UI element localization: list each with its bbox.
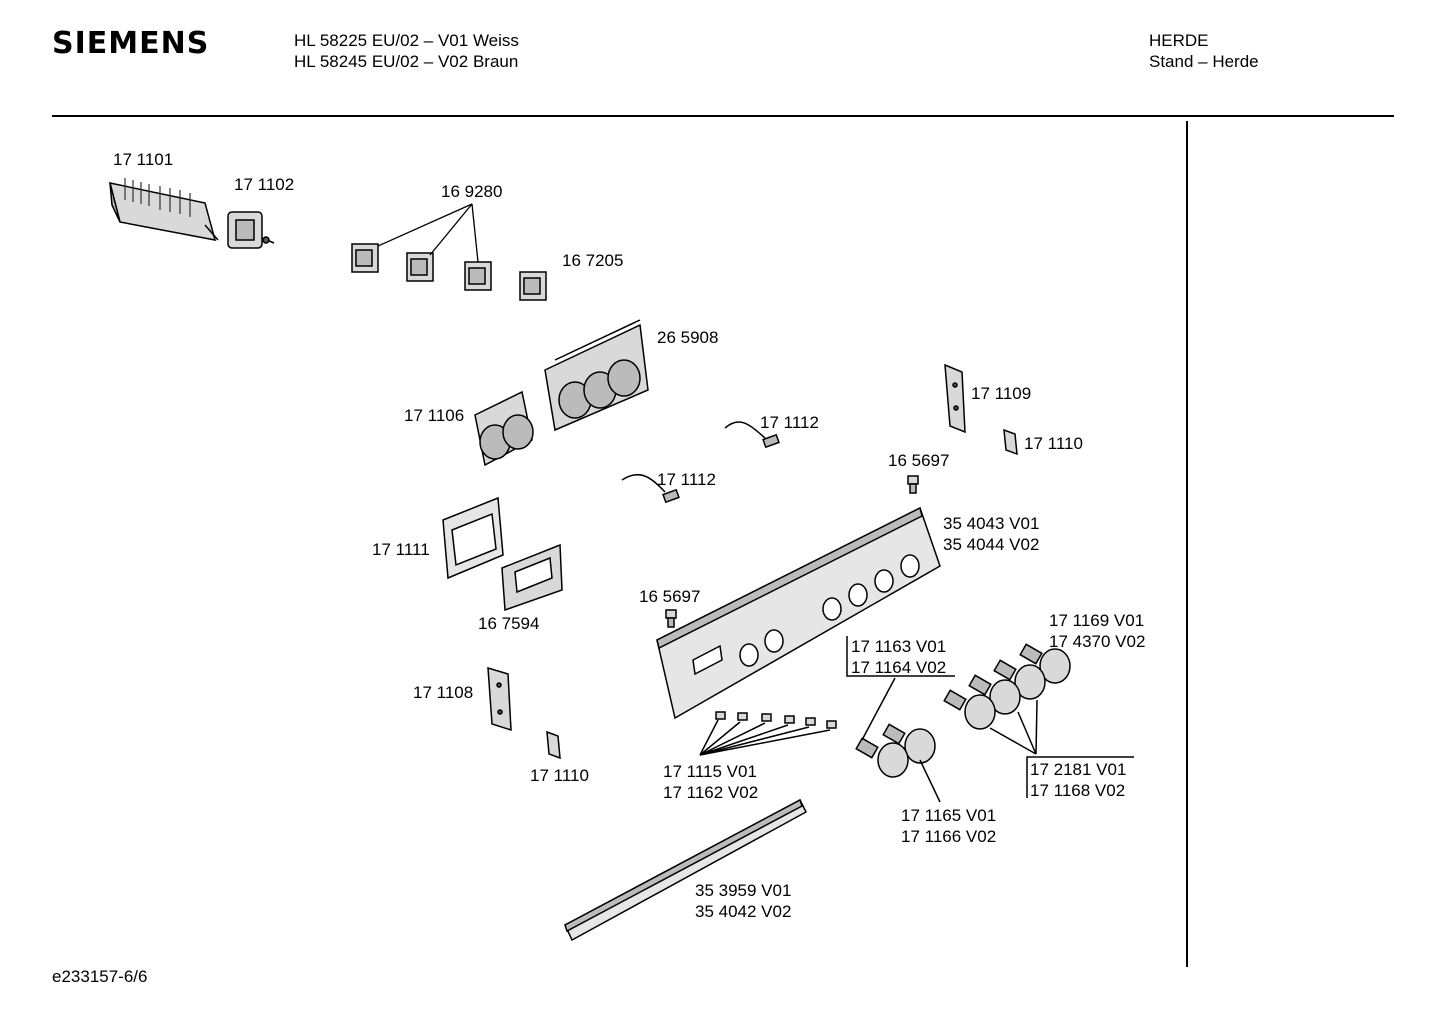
leader-171163 [846, 636, 955, 803]
part-trim-strip-353959[interactable] [564, 798, 807, 942]
label-354043: 35 4043 V01 35 4044 V02 [943, 513, 1039, 555]
part-screw-165697-a[interactable] [907, 475, 919, 494]
siemens-logo: SIEMENS [52, 26, 210, 61]
part-screws-171115[interactable] [715, 711, 837, 729]
model-list: HL 58225 EU/02 – V01 Weiss HL 58245 EU/0… [294, 30, 519, 72]
part-frame-171111[interactable] [442, 496, 504, 580]
label-353959-v01: 35 3959 V01 [695, 881, 792, 900]
part-timer-171102[interactable] [227, 211, 275, 249]
leader-169280 [377, 203, 479, 263]
label-171102: 17 1102 [234, 175, 295, 194]
label-171101: 17 1101 [113, 150, 174, 169]
label-171169-v01: 17 1169 V01 [1049, 611, 1145, 630]
part-control-panel-354043[interactable] [656, 506, 941, 720]
part-bracket-171108[interactable] [487, 666, 512, 732]
label-169280: 16 9280 [441, 182, 503, 201]
label-171162-v02: 17 1162 V02 [663, 783, 759, 802]
part-switch-167205[interactable] [519, 271, 547, 301]
category-subtitle: Stand – Herde [1149, 52, 1259, 71]
label-171165-v01: 17 1165 V01 [901, 806, 997, 825]
label-171111: 17 1111 [372, 540, 430, 559]
part-holder-171106[interactable] [474, 390, 534, 467]
label-171115-v01: 17 1115 V01 [663, 762, 757, 781]
label-354043-v01: 35 4043 V01 [943, 514, 1040, 533]
label-171163-v01: 17 1163 V01 [851, 637, 947, 656]
part-bracket-171109[interactable] [944, 363, 966, 434]
label-167205: 16 7205 [562, 251, 624, 270]
category-block: HERDE Stand – Herde [1149, 30, 1259, 72]
label-171169: 17 1169 V01 17 4370 V02 [1049, 610, 1145, 652]
part-cable-171112-b[interactable] [621, 474, 680, 504]
label-171112-b: 17 1112 [657, 470, 716, 489]
label-171110-b: 17 1110 [530, 766, 589, 785]
vertical-divider [1186, 121, 1188, 967]
label-171168-v02: 17 1168 V02 [1030, 781, 1126, 800]
label-174370-v02: 17 4370 V02 [1049, 632, 1146, 651]
label-353959: 35 3959 V01 35 4042 V02 [695, 880, 791, 922]
label-171109: 17 1109 [971, 384, 1032, 403]
model-line-2: HL 58245 EU/02 – V02 Braun [294, 52, 519, 71]
part-clip-171110-a[interactable] [1003, 428, 1018, 456]
label-172181: 17 2181 V01 17 1168 V02 [1030, 759, 1126, 801]
part-switch-block-171101[interactable] [108, 178, 219, 241]
part-display-167594[interactable] [501, 543, 563, 612]
header-divider [52, 115, 1394, 117]
label-171115: 17 1115 V01 17 1162 V02 [663, 761, 758, 803]
part-screw-165697-b[interactable] [665, 609, 677, 628]
part-switch-169280-c[interactable] [464, 261, 492, 291]
label-171163: 17 1163 V01 17 1164 V02 [851, 636, 946, 678]
label-265908: 26 5908 [657, 328, 719, 347]
part-knobs-171169[interactable] [943, 643, 1071, 730]
label-354044-v02: 35 4044 V02 [943, 535, 1040, 554]
label-171110-a: 17 1110 [1024, 434, 1083, 453]
part-switch-169280-a[interactable] [351, 243, 379, 273]
leader-172181 [989, 699, 1134, 798]
label-171166-v02: 17 1166 V02 [901, 827, 997, 846]
label-172181-v01: 17 2181 V01 [1030, 760, 1127, 779]
label-171106: 17 1106 [404, 406, 465, 425]
label-167594: 16 7594 [478, 614, 540, 633]
label-171165: 17 1165 V01 17 1166 V02 [901, 805, 996, 847]
label-171164-v02: 17 1164 V02 [851, 658, 947, 677]
label-165697-a: 16 5697 [888, 451, 950, 470]
label-171112-a: 17 1112 [760, 413, 819, 432]
label-165697-b: 16 5697 [639, 587, 701, 606]
model-line-1: HL 58225 EU/02 – V01 Weiss [294, 31, 519, 50]
part-knobs-171163[interactable] [855, 723, 936, 778]
part-cable-171112-a[interactable] [724, 421, 780, 449]
document-id: e233157-6/6 [52, 967, 148, 986]
part-clip-171110-b[interactable] [546, 730, 561, 760]
category-title: HERDE [1149, 31, 1209, 50]
label-354042-v02: 35 4042 V02 [695, 902, 792, 921]
leader-171115 [699, 719, 831, 756]
part-holder-265908[interactable] [544, 319, 649, 432]
part-switch-169280-b[interactable] [406, 252, 434, 282]
label-171108: 17 1108 [413, 683, 474, 702]
